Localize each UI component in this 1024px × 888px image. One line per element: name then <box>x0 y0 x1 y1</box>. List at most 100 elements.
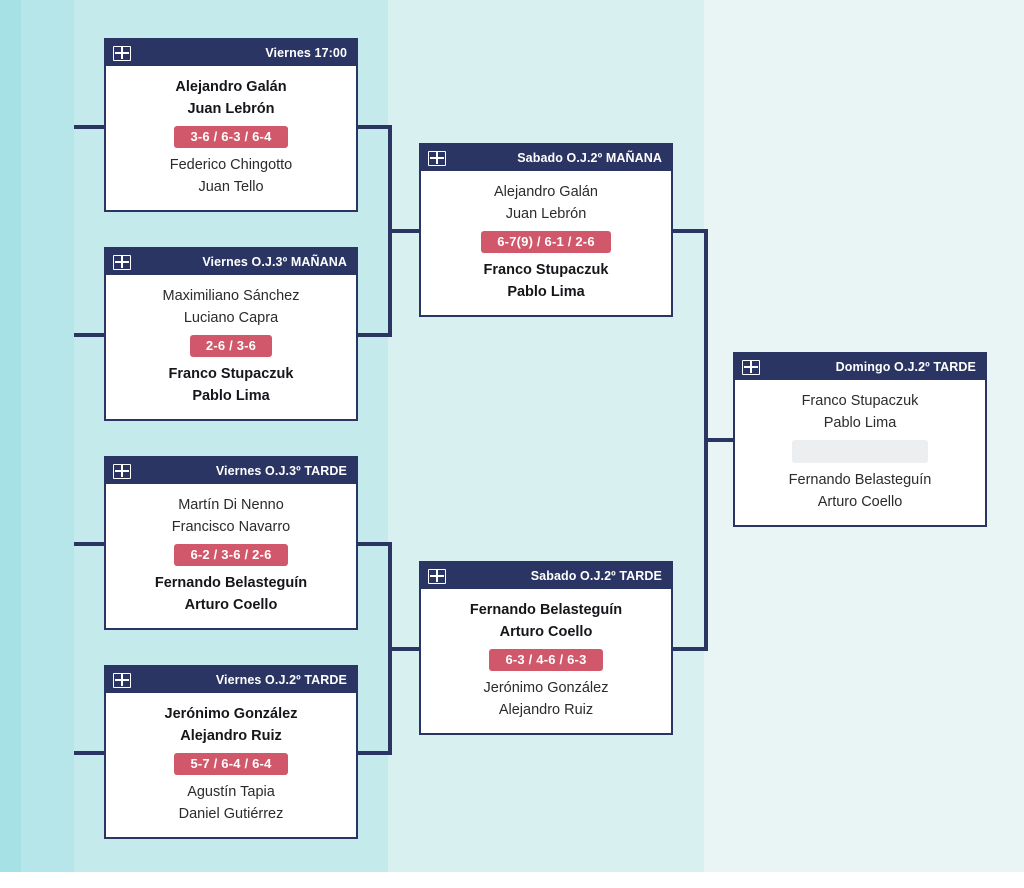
team-bottom: Franco Stupaczuk Pablo Lima <box>427 260 665 303</box>
player-name: Alejandro Galán <box>494 184 598 200</box>
court-icon <box>428 150 446 166</box>
team-top: Jerónimo González Alejandro Ruiz <box>112 704 350 747</box>
player-name: Luciano Capra <box>183 309 279 326</box>
connector-qf1-entry <box>74 125 106 129</box>
connector-qf2-out <box>356 333 392 337</box>
match-card-qf3[interactable]: Viernes O.J.3º TARDE Martín Di Nenno Fra… <box>104 456 358 630</box>
score-badge: 6-2 / 3-6 / 2-6 <box>174 544 288 566</box>
match-body-sf2: Fernando Belasteguín Arturo Coello 6-3 /… <box>421 589 671 733</box>
match-card-qf2[interactable]: Viernes O.J.3º MAÑANA Maximiliano Sánche… <box>104 247 358 421</box>
team-top: Franco Stupaczuk Pablo Lima <box>741 391 979 434</box>
match-schedule-label: Viernes 17:00 <box>265 46 347 60</box>
connector-sf1-out <box>672 229 708 233</box>
connector-sf2-out <box>672 647 708 651</box>
player-name: Juan Tello <box>198 178 264 195</box>
player-name: Arturo Coello <box>817 493 903 510</box>
score-badge: 6-3 / 4-6 / 6-3 <box>489 649 603 671</box>
team-top: Martín Di Nenno Francisco Navarro <box>112 495 350 538</box>
match-body-qf4: Jerónimo González Alejandro Ruiz 5-7 / 6… <box>106 693 356 837</box>
player-name: Arturo Coello <box>184 596 278 613</box>
score-badge: 6-7(9) / 6-1 / 2-6 <box>481 231 611 253</box>
player-name: Fernando Belasteguín <box>154 575 308 591</box>
match-body-qf2: Maximiliano Sánchez Luciano Capra 2-6 / … <box>106 275 356 419</box>
score-row: 6-2 / 3-6 / 2-6 <box>112 544 350 566</box>
court-icon <box>428 568 446 584</box>
player-name: Jerónimo González <box>483 680 609 696</box>
connector-sf1-in <box>388 229 422 233</box>
team-bottom: Franco Stupaczuk Pablo Lima <box>112 364 350 407</box>
player-name: Arturo Coello <box>499 623 593 640</box>
team-top: Alejandro Galán Juan Lebrón <box>427 182 665 225</box>
match-header-sf2: Sabado O.J.2º TARDE <box>421 563 671 589</box>
match-header-qf4: Viernes O.J.2º TARDE <box>106 667 356 693</box>
player-name: Fernando Belasteguín <box>469 602 623 618</box>
player-name: Jerónimo González <box>164 706 298 722</box>
player-name: Fernando Belasteguín <box>788 472 932 488</box>
player-name: Francisco Navarro <box>171 518 291 535</box>
match-card-qf1[interactable]: Viernes 17:00 Alejandro Galán Juan Lebró… <box>104 38 358 212</box>
team-bottom: Jerónimo González Alejandro Ruiz <box>427 678 665 721</box>
background-band-4 <box>388 0 704 872</box>
background-band-2 <box>21 0 74 872</box>
player-name: Franco Stupaczuk <box>168 366 294 382</box>
player-name: Juan Lebrón <box>505 205 587 222</box>
match-card-sf2[interactable]: Sabado O.J.2º TARDE Fernando Belasteguín… <box>419 561 673 735</box>
match-body-qf1: Alejandro Galán Juan Lebrón 3-6 / 6-3 / … <box>106 66 356 210</box>
player-name: Alejandro Ruiz <box>180 727 282 744</box>
court-icon <box>113 672 131 688</box>
player-name: Alejandro Ruiz <box>498 701 594 718</box>
score-badge: 3-6 / 6-3 / 6-4 <box>174 126 288 148</box>
connector-qf4-entry <box>74 751 106 755</box>
player-name: Pablo Lima <box>823 414 897 431</box>
player-name: Pablo Lima <box>192 387 270 404</box>
score-row: 3-6 / 6-3 / 6-4 <box>112 126 350 148</box>
connector-final-in <box>704 438 736 442</box>
score-row: 2-6 / 3-6 <box>112 335 350 357</box>
match-schedule-label: Domingo O.J.2º TARDE <box>835 360 976 374</box>
player-name: Franco Stupaczuk <box>483 262 609 278</box>
score-badge <box>792 440 928 463</box>
score-row: 6-3 / 4-6 / 6-3 <box>427 649 665 671</box>
player-name: Pablo Lima <box>507 283 585 300</box>
player-name: Daniel Gutiérrez <box>178 805 284 822</box>
background-band-1 <box>0 0 21 872</box>
team-bottom: Fernando Belasteguín Arturo Coello <box>112 573 350 616</box>
match-card-qf4[interactable]: Viernes O.J.2º TARDE Jerónimo González A… <box>104 665 358 839</box>
player-name: Juan Lebrón <box>187 100 275 117</box>
match-schedule-label: Sabado O.J.2º TARDE <box>530 569 662 583</box>
court-icon <box>113 45 131 61</box>
score-row: 5-7 / 6-4 / 6-4 <box>112 753 350 775</box>
connector-sf2-in <box>388 647 422 651</box>
court-icon <box>113 254 131 270</box>
score-badge: 2-6 / 3-6 <box>189 335 273 357</box>
match-card-sf1[interactable]: Sabado O.J.2º MAÑANA Alejandro Galán Jua… <box>419 143 673 317</box>
court-icon <box>113 463 131 479</box>
player-name: Maximiliano Sánchez <box>162 288 300 304</box>
connector-qf2-entry <box>74 333 106 337</box>
match-schedule-label: Viernes O.J.3º MAÑANA <box>202 255 347 269</box>
match-header-final: Domingo O.J.2º TARDE <box>735 354 985 380</box>
player-name: Agustín Tapia <box>187 784 275 800</box>
match-body-qf3: Martín Di Nenno Francisco Navarro 6-2 / … <box>106 484 356 628</box>
match-card-final[interactable]: Domingo O.J.2º TARDE Franco Stupaczuk Pa… <box>733 352 987 527</box>
match-schedule-label: Viernes O.J.2º TARDE <box>215 673 347 687</box>
match-body-sf1: Alejandro Galán Juan Lebrón 6-7(9) / 6-1… <box>421 171 671 315</box>
match-schedule-label: Viernes O.J.3º TARDE <box>215 464 347 478</box>
team-top: Alejandro Galán Juan Lebrón <box>112 77 350 120</box>
connector-qf3-out <box>356 542 392 546</box>
player-name: Alejandro Galán <box>175 79 287 95</box>
player-name: Martín Di Nenno <box>178 497 284 513</box>
match-header-qf3: Viernes O.J.3º TARDE <box>106 458 356 484</box>
match-header-sf1: Sabado O.J.2º MAÑANA <box>421 145 671 171</box>
connector-qf3-entry <box>74 542 106 546</box>
player-name: Federico Chingotto <box>169 157 293 173</box>
match-schedule-label: Sabado O.J.2º MAÑANA <box>517 151 662 165</box>
connector-qf1-out <box>356 125 392 129</box>
team-top: Maximiliano Sánchez Luciano Capra <box>112 286 350 329</box>
team-bottom: Federico Chingotto Juan Tello <box>112 155 350 198</box>
team-bottom: Agustín Tapia Daniel Gutiérrez <box>112 782 350 825</box>
connector-qf4-out <box>356 751 392 755</box>
court-icon <box>742 359 760 375</box>
score-row: 6-7(9) / 6-1 / 2-6 <box>427 231 665 253</box>
